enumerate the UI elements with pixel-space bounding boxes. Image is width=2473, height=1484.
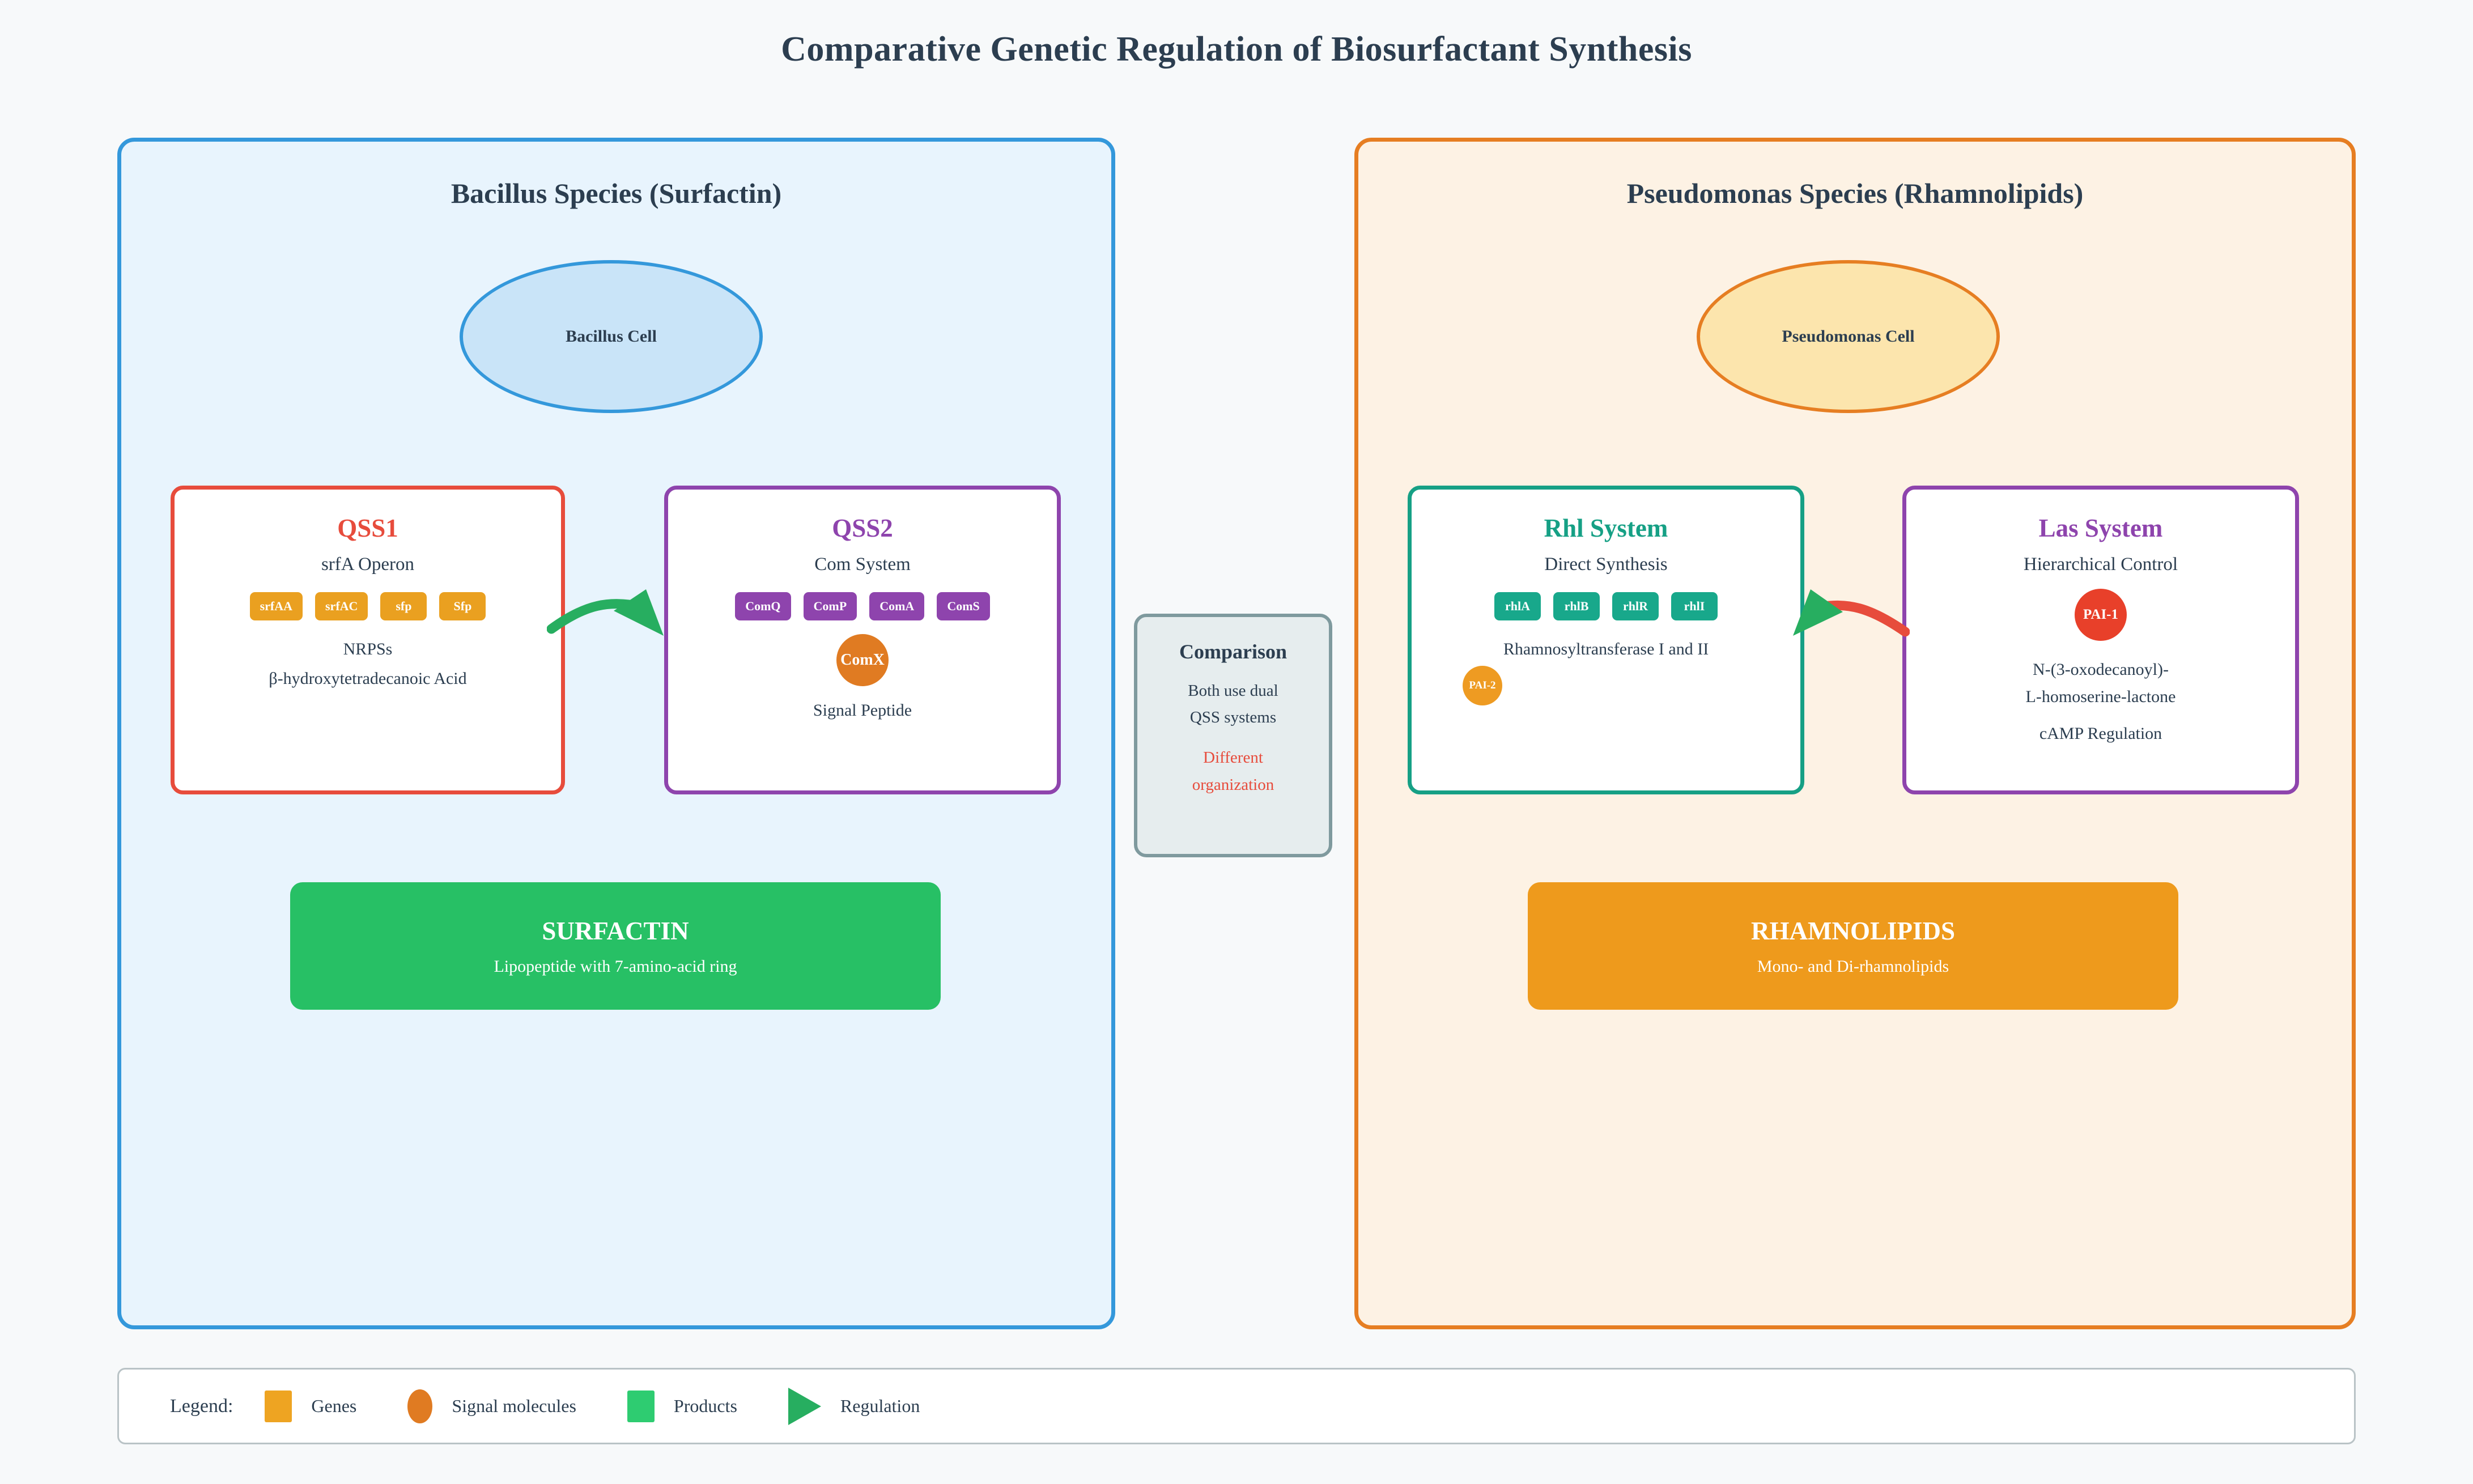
- signal-molecule-icon: [407, 1389, 433, 1423]
- gene-pill-ComQ[interactable]: ComQ: [735, 592, 791, 620]
- qss1-system-box[interactable]: QSS1 srfA Operon srfAA srfAC sfp Sfp NRP…: [171, 486, 565, 794]
- gene-pill-rhlR[interactable]: rhlR: [1612, 592, 1659, 620]
- gene-pill-ComP[interactable]: ComP: [803, 592, 857, 620]
- qss1-subtitle: srfA Operon: [321, 554, 415, 575]
- rhamnolipids-title: RHAMNOLIPIDS: [1750, 916, 1956, 945]
- surfactin-title: SURFACTIN: [542, 916, 689, 945]
- pai-2-signal-molecule[interactable]: PAI-2: [1463, 666, 1502, 706]
- bacillus-panel-title: Bacillus Species (Surfactin): [451, 177, 782, 209]
- pai-1-signal-molecule[interactable]: PAI-1: [2075, 589, 2127, 641]
- legend-text-regulation: Regulation: [840, 1396, 920, 1416]
- las-note-hsl-line2: L-homoserine-lactone: [2025, 687, 2176, 707]
- rhamnolipids-product-box: RHAMNOLIPIDS Mono- and Di-rhamnolipids: [1528, 882, 2178, 1010]
- las-title: Las System: [2038, 514, 2163, 542]
- las-subtitle: Hierarchical Control: [2023, 554, 2178, 575]
- comparison-line-1: Both use dual: [1188, 682, 1278, 700]
- page-title: Comparative Genetic Regulation of Biosur…: [781, 30, 1692, 69]
- gene-pill-srfAA[interactable]: srfAA: [249, 592, 303, 620]
- rhl-note-rhamnosyltransferase: Rhamnosyltransferase I and II: [1503, 640, 1709, 658]
- rhl-system-box[interactable]: Rhl System Direct Synthesis rhlA rhlB rh…: [1408, 486, 1804, 794]
- regulation-arrow-icon: [788, 1387, 821, 1425]
- genes-swatch-icon: [265, 1390, 292, 1422]
- comx-signal-molecule[interactable]: ComX: [836, 634, 889, 686]
- legend-label: Legend:: [170, 1395, 233, 1417]
- rhl-title: Rhl System: [1544, 514, 1668, 542]
- gene-pill-rhlI[interactable]: rhlI: [1671, 592, 1718, 620]
- bacillus-cell-label: Bacillus Cell: [566, 327, 657, 346]
- rhamnolipids-subtitle: Mono- and Di-rhamnolipids: [1757, 956, 1949, 976]
- legend-item-products: Products: [627, 1390, 737, 1422]
- comparison-title: Comparison: [1179, 640, 1288, 663]
- gene-pill-ComS[interactable]: ComS: [937, 592, 990, 620]
- pseudomonas-cell: Pseudomonas Cell: [1697, 260, 2000, 413]
- rhl-gene-row: rhlA rhlB rhlR rhlI: [1412, 592, 1800, 620]
- pseudomonas-panel-title: Pseudomonas Species (Rhamnolipids): [1626, 177, 2084, 209]
- qss2-system-box[interactable]: QSS2 Com System ComQ ComP ComA ComS ComX…: [664, 486, 1061, 794]
- qss2-title: QSS2: [832, 514, 893, 542]
- gene-pill-rhlB[interactable]: rhlB: [1553, 592, 1600, 620]
- las-system-box[interactable]: Las System Hierarchical Control PAI-1 N-…: [1902, 486, 2299, 794]
- legend-text-products: Products: [673, 1396, 737, 1416]
- gene-pill-Sfp[interactable]: Sfp: [439, 592, 486, 620]
- legend-item-regulation: Regulation: [788, 1387, 920, 1425]
- gene-pill-ComA[interactable]: ComA: [869, 592, 925, 620]
- qss1-title: QSS1: [337, 514, 398, 542]
- comparison-line-2: QSS systems: [1189, 708, 1277, 727]
- qss1-gene-row: srfAA srfAC sfp Sfp: [175, 592, 561, 620]
- surfactin-product-box: SURFACTIN Lipopeptide with 7-amino-acid …: [290, 882, 941, 1010]
- legend: Legend: Genes Signal molecules Products …: [117, 1368, 2356, 1444]
- qss1-note-fatty-acid: β-hydroxytetradecanoic Acid: [269, 669, 467, 688]
- bacillus-cell: Bacillus Cell: [460, 260, 763, 413]
- gene-pill-rhlA[interactable]: rhlA: [1494, 592, 1541, 620]
- legend-text-genes: Genes: [311, 1396, 357, 1416]
- qss2-note-signal-peptide: Signal Peptide: [813, 701, 912, 720]
- qss2-subtitle: Com System: [814, 554, 911, 575]
- pseudomonas-cell-label: Pseudomonas Cell: [1782, 327, 1915, 346]
- comparison-box: Comparison Both use dual QSS systems Dif…: [1134, 614, 1332, 857]
- legend-item-signal-molecules: Signal molecules: [407, 1389, 576, 1423]
- gene-pill-srfAC[interactable]: srfAC: [315, 592, 368, 620]
- qss1-note-nrpss: NRPSs: [343, 640, 393, 658]
- surfactin-subtitle: Lipopeptide with 7-amino-acid ring: [494, 956, 737, 976]
- las-note-camp: cAMP Regulation: [2039, 724, 2162, 743]
- comparison-diff-2: organization: [1192, 775, 1274, 794]
- rhl-subtitle: Direct Synthesis: [1544, 554, 1668, 575]
- legend-item-genes: Genes: [265, 1390, 357, 1422]
- las-note-hsl-line1: N-(3-oxodecanoyl)-: [2033, 660, 2169, 679]
- gene-pill-sfp[interactable]: sfp: [380, 592, 427, 620]
- products-swatch-icon: [627, 1390, 655, 1422]
- legend-text-signal-molecules: Signal molecules: [452, 1396, 576, 1416]
- comparison-diff-1: Different: [1203, 749, 1263, 767]
- qss2-gene-row: ComQ ComP ComA ComS: [668, 592, 1057, 620]
